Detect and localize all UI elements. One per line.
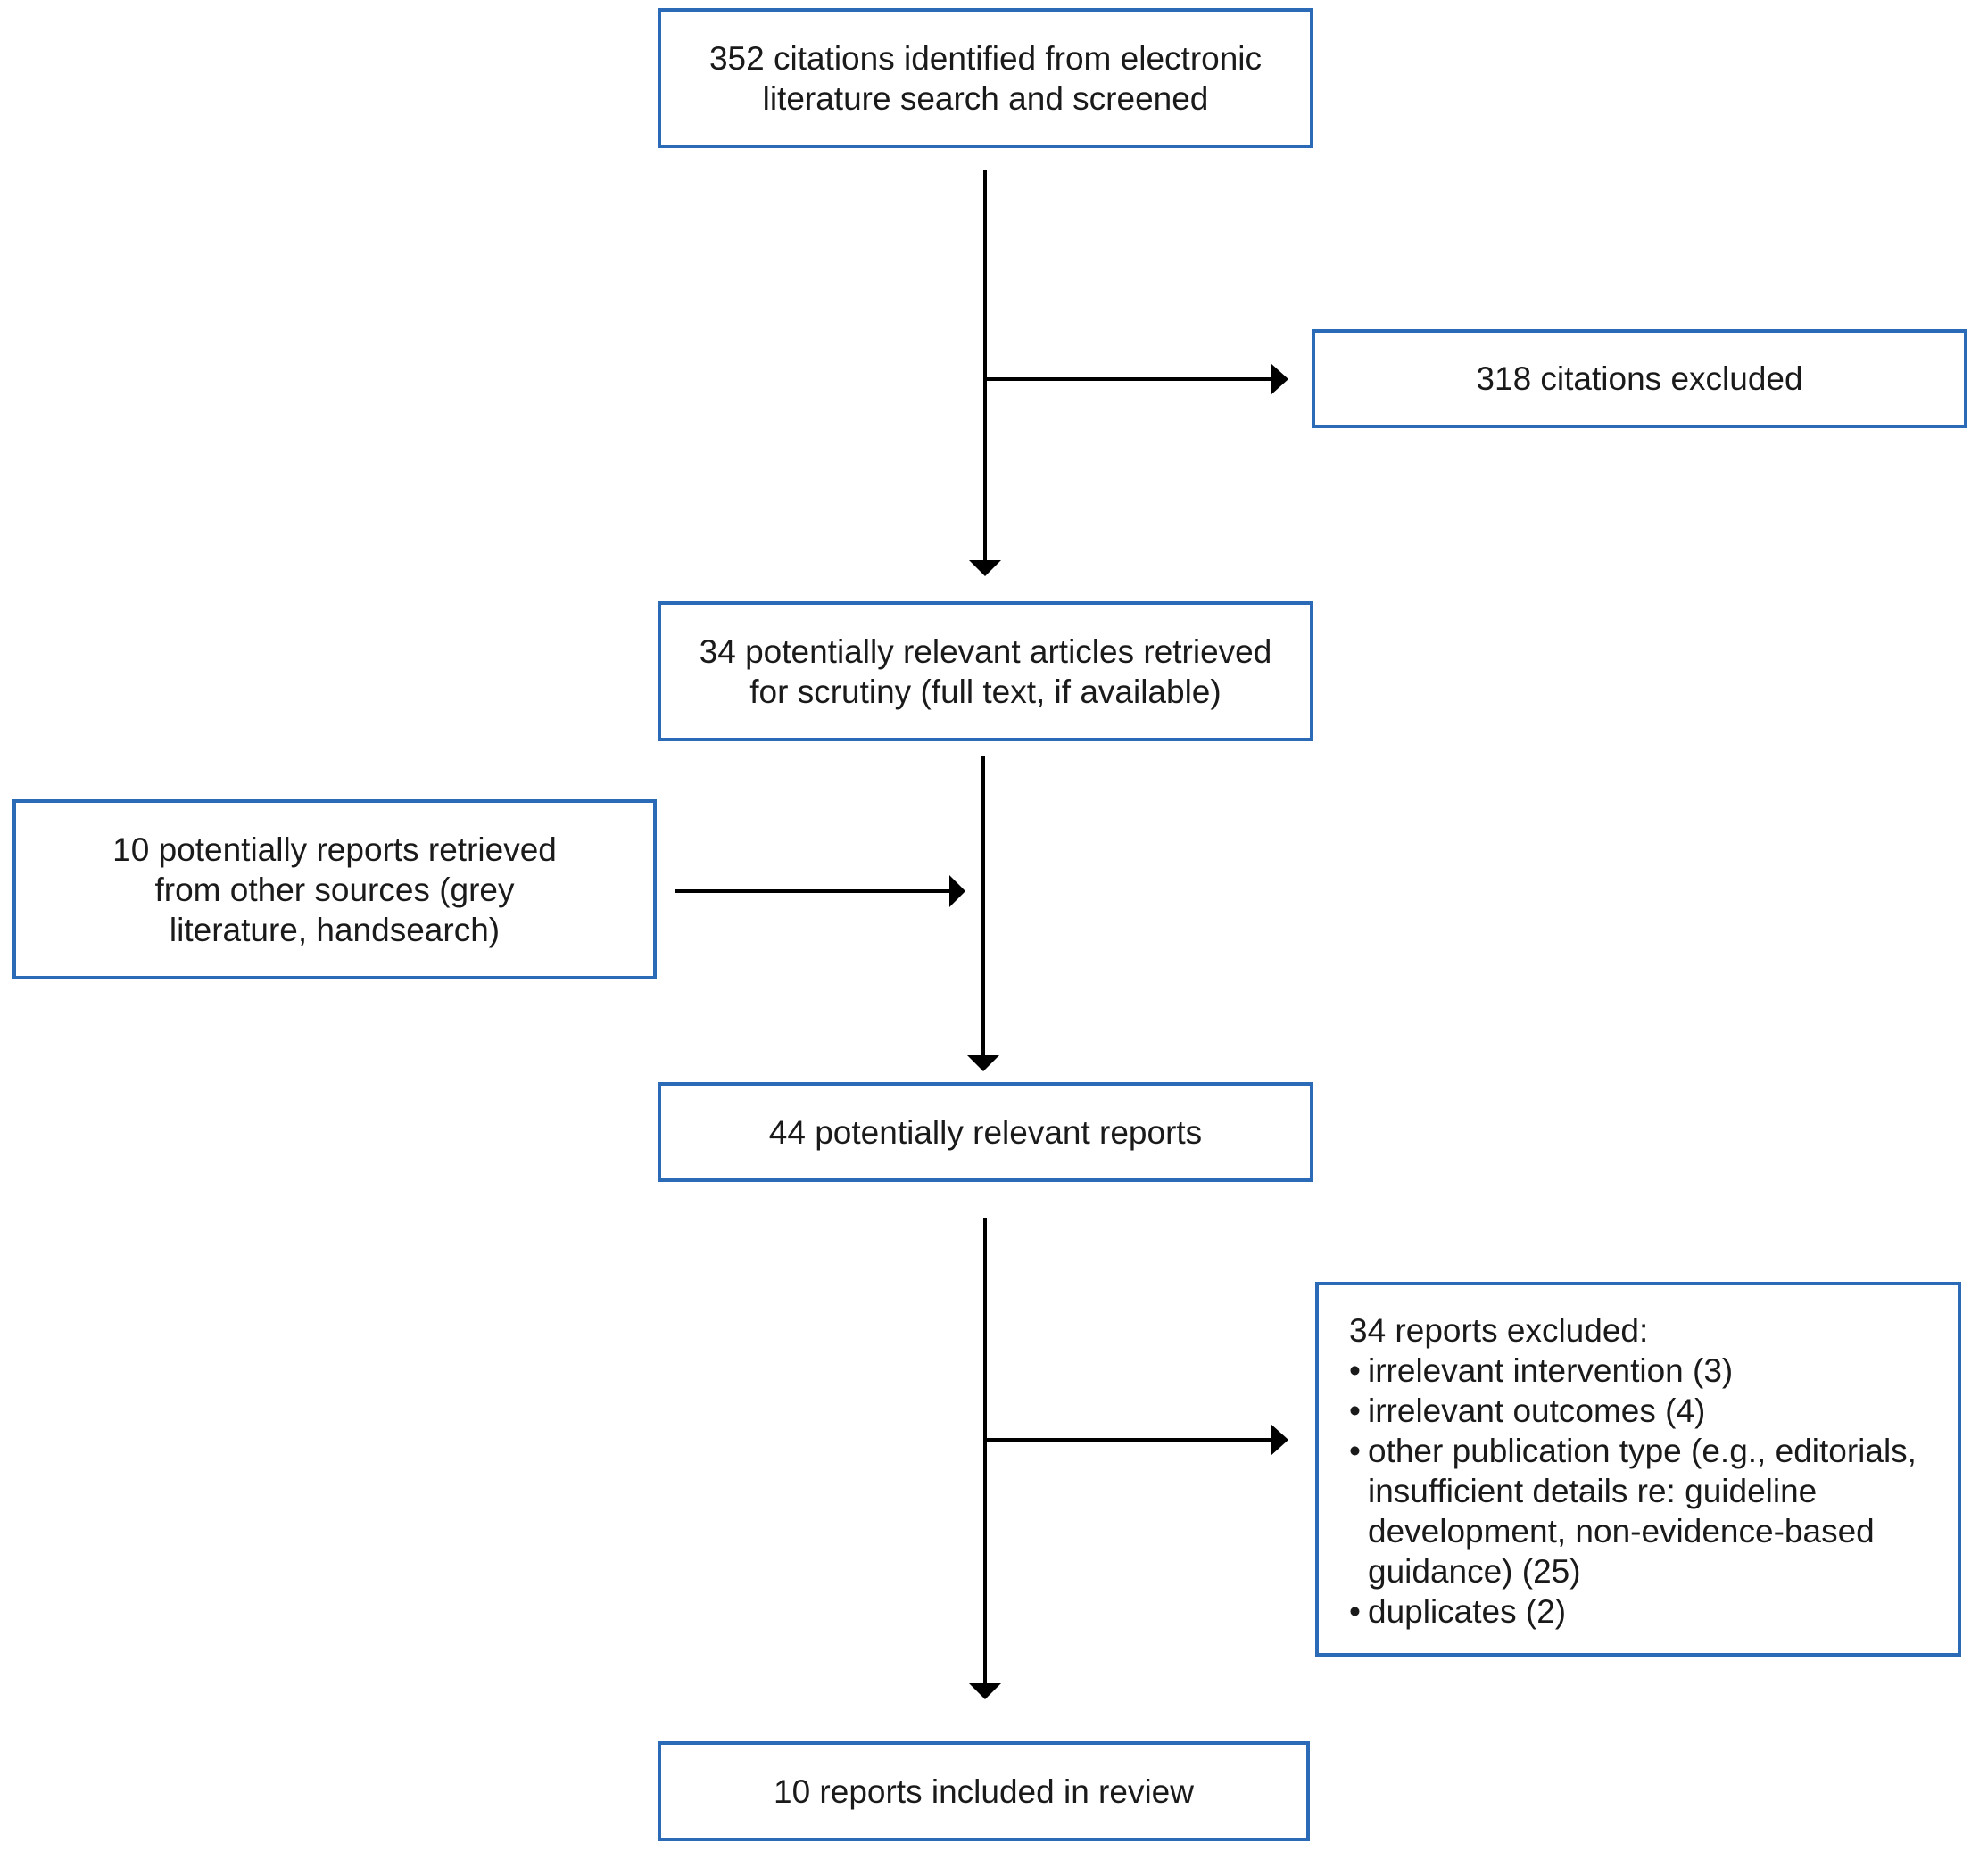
included-reports-box: 10 reports included in review	[658, 1741, 1310, 1841]
included-reports-text: 10 reports included in review	[774, 1773, 1194, 1810]
bullet-icon: •	[1349, 1393, 1361, 1429]
other-sources-line-3: literature, handsearch)	[169, 911, 501, 948]
arrowhead-down-included	[969, 1683, 1001, 1699]
exclusion-reason-line: irrelevant outcomes (4)	[1368, 1393, 1706, 1429]
exclusion-reason-item: • irrelevant outcomes (4)	[1349, 1391, 1917, 1431]
exclusion-reason-line: insufficient details re: guideline	[1368, 1473, 1818, 1509]
exclusion-reason-line: other publication type (e.g., editorials…	[1368, 1433, 1917, 1469]
exclusion-reason-item: • irrelevant intervention (3)	[1349, 1351, 1917, 1391]
excluded-reports-box: 34 reports excluded: • irrelevant interv…	[1315, 1282, 1961, 1657]
exclusion-reason-line: guidance) (25)	[1368, 1553, 1581, 1590]
identified-line-2: literature search and screened	[762, 79, 1209, 117]
relevant-reports-text: 44 potentially relevant reports	[768, 1113, 1203, 1151]
relevant-reports-box: 44 potentially relevant reports	[658, 1082, 1313, 1182]
exclusion-reason-line: duplicates (2)	[1368, 1593, 1567, 1630]
arrowhead-down-relevant	[967, 1055, 999, 1071]
exclusion-reasons-list: • irrelevant intervention (3) • irreleva…	[1349, 1351, 1917, 1632]
retrieved-articles-box: 34 potentially relevant articles retriev…	[658, 601, 1313, 741]
identified-citations-box: 352 citations identified from electronic…	[658, 8, 1313, 148]
arrowhead-down-retrieved	[969, 560, 1001, 576]
exclusion-reason-item: • other publication type (e.g., editoria…	[1349, 1431, 1917, 1591]
arrowhead-right-excluded-reports	[1271, 1424, 1288, 1456]
other-sources-box: 10 potentially reports retrieved from ot…	[12, 799, 657, 979]
excluded-citations-box: 318 citations excluded	[1312, 329, 1967, 428]
arrowhead-right-other-sources	[949, 875, 965, 907]
bullet-icon: •	[1349, 1433, 1361, 1469]
arrowhead-right-excluded-citations	[1271, 363, 1288, 395]
excluded-citations-text: 318 citations excluded	[1476, 360, 1803, 397]
excluded-reports-heading: 34 reports excluded:	[1349, 1312, 1649, 1349]
bullet-icon: •	[1349, 1352, 1361, 1389]
other-sources-line-1: 10 potentially reports retrieved	[112, 831, 557, 868]
exclusion-reason-line: irrelevant intervention (3)	[1368, 1352, 1734, 1389]
identified-line-1: 352 citations identified from electronic	[708, 39, 1263, 77]
other-sources-line-2: from other sources (grey	[154, 871, 515, 908]
bullet-icon: •	[1349, 1593, 1361, 1630]
exclusion-reason-line: development, non-evidence-based	[1368, 1513, 1875, 1550]
retrieved-line-2: for scrutiny (full text, if available)	[749, 673, 1222, 710]
exclusion-reason-item: • duplicates (2)	[1349, 1591, 1917, 1632]
retrieved-line-1: 34 potentially relevant articles retriev…	[699, 632, 1272, 670]
